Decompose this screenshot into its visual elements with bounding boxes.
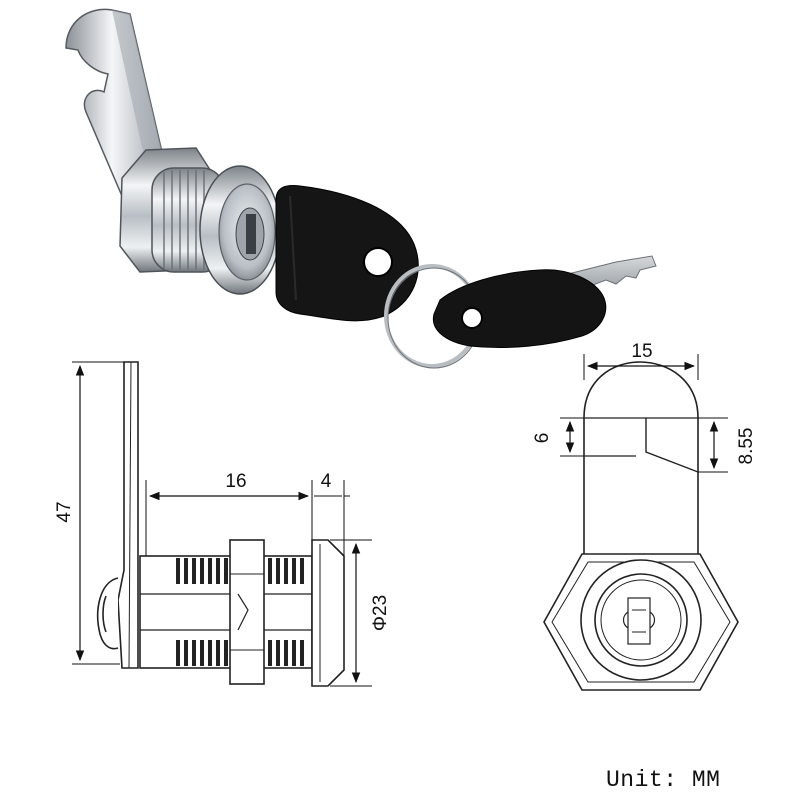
unit-label: Unit: MM	[606, 767, 721, 793]
notch-dimension-label: 6	[532, 433, 553, 444]
side-view-threads	[176, 558, 304, 666]
diameter-label: Φ23	[370, 595, 391, 631]
side-view-drawing	[96, 361, 345, 687]
front-view-dimensions	[560, 354, 728, 473]
front-view-drawing	[543, 361, 739, 691]
cylinder-length-label: 16	[225, 471, 246, 492]
black-key	[275, 185, 419, 322]
height-dimension-label: 47	[54, 501, 75, 522]
width-dimension-label: 15	[631, 341, 652, 362]
spare-key-head	[432, 269, 607, 349]
flange-thickness-label: 4	[321, 471, 332, 492]
cam-height-label: 8.55	[736, 428, 757, 465]
product-photo	[65, 8, 657, 369]
side-view-dimensions	[72, 361, 372, 687]
